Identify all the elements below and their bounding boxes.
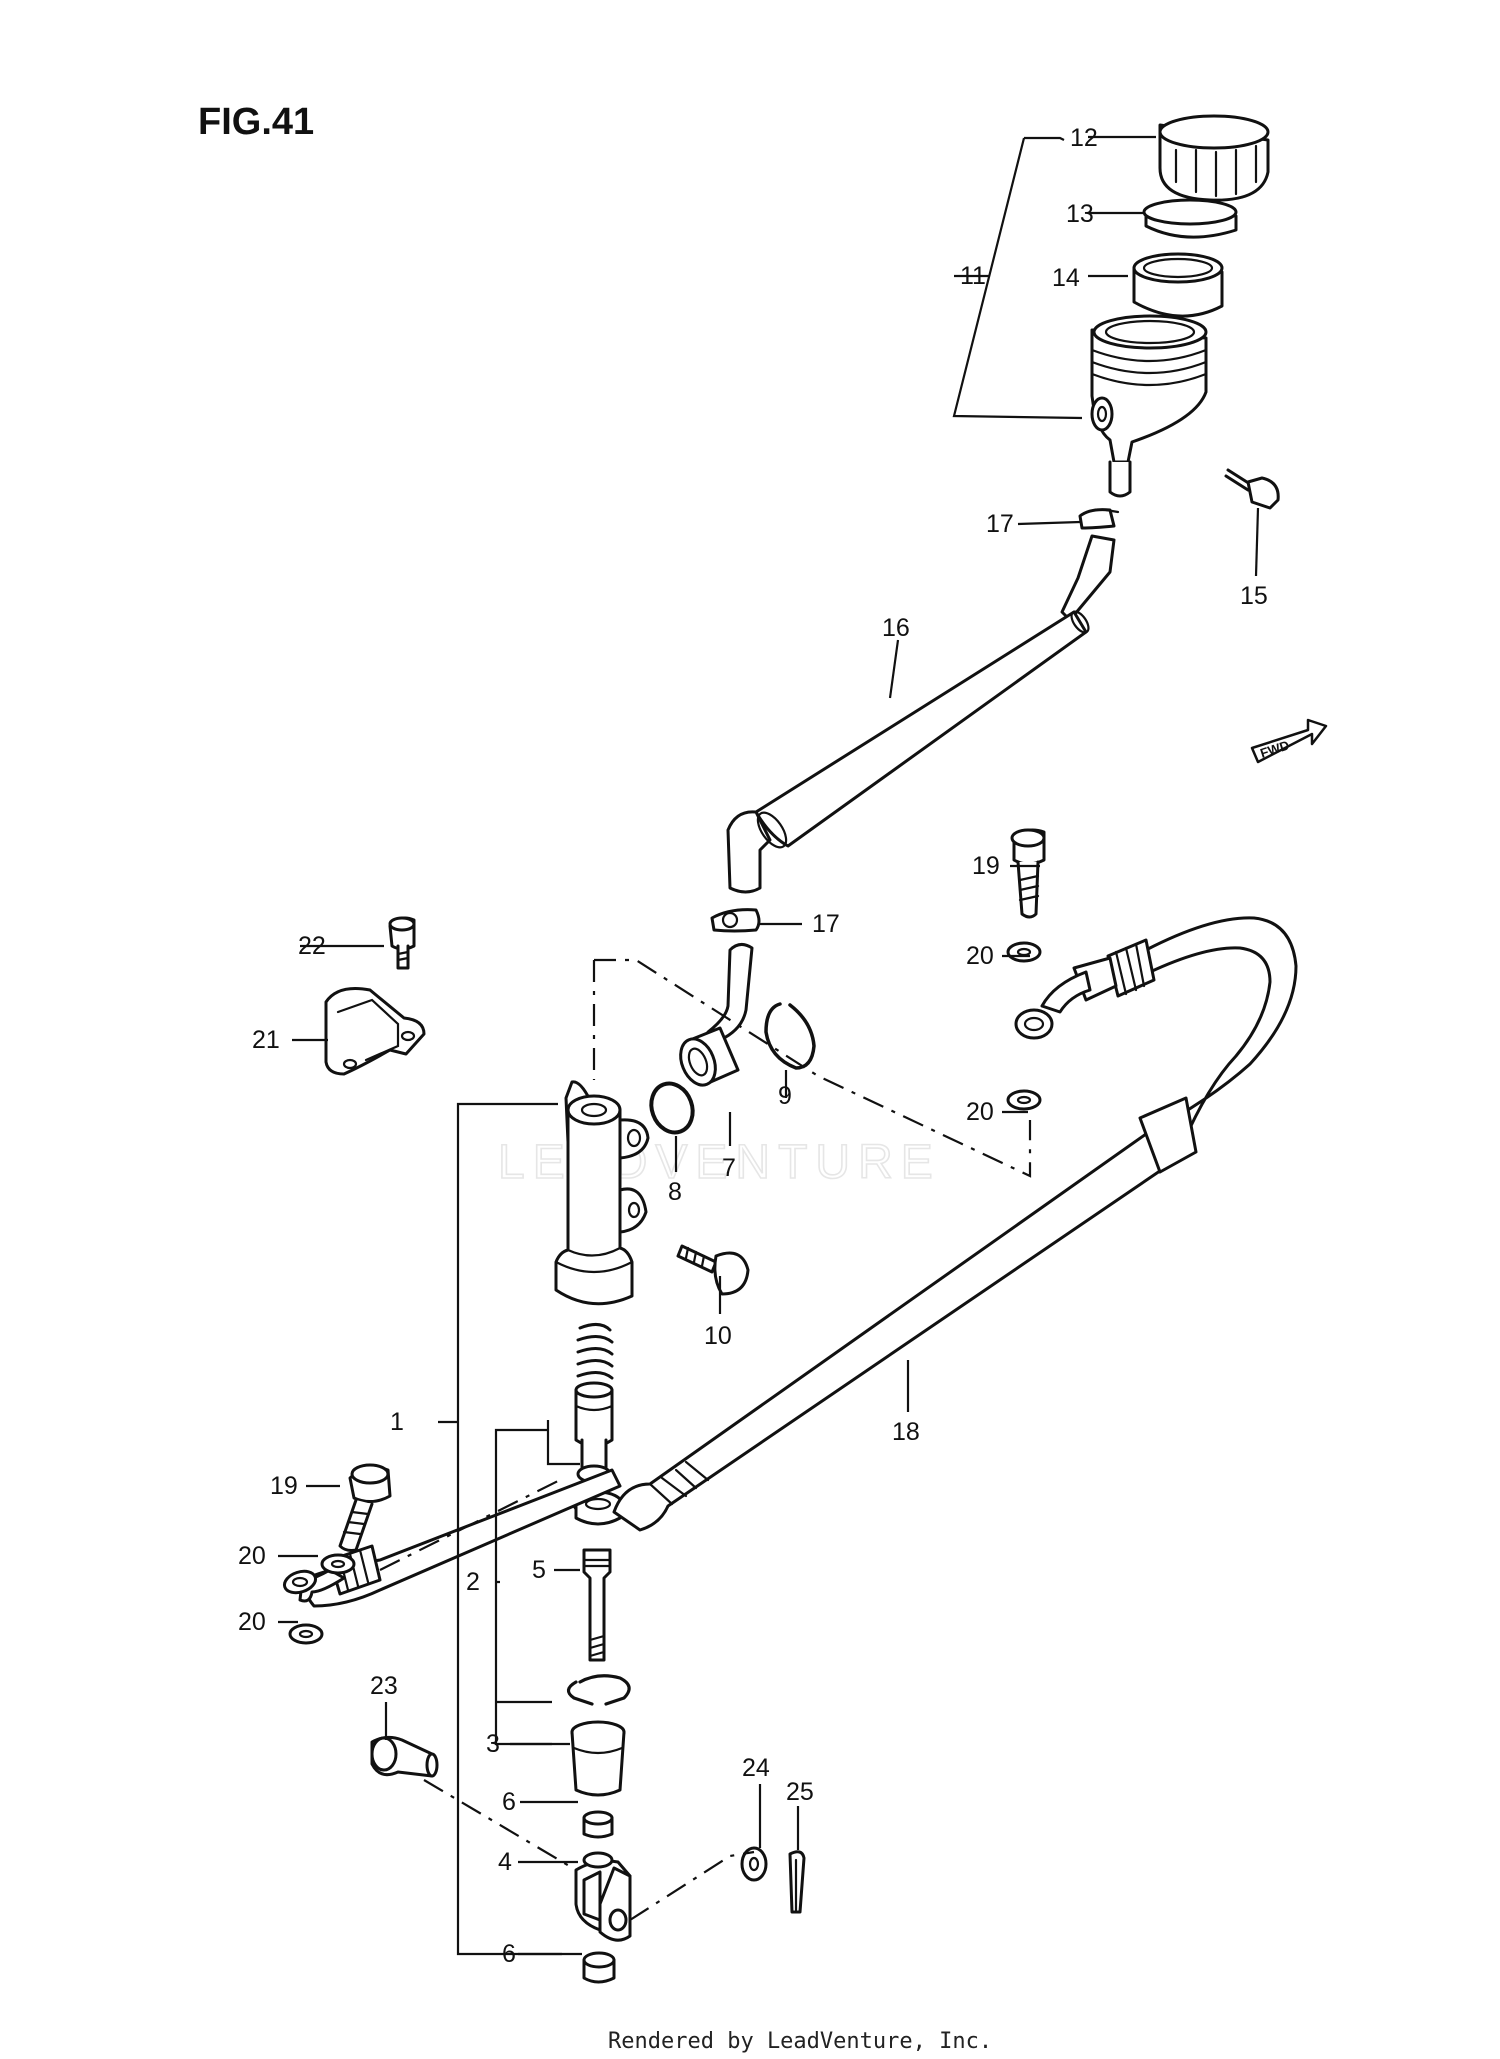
pin-washer (740, 1846, 768, 1882)
cotter-pin (788, 1850, 806, 1914)
callout-20-right-upper: 20 (966, 942, 994, 970)
lock-nut-lower (582, 1951, 616, 1984)
callout-19-left: 19 (270, 1472, 298, 1500)
callout-1: 1 (390, 1408, 404, 1436)
piston (574, 1381, 614, 1484)
callout-4: 4 (498, 1848, 512, 1876)
hose-joint-axis-line (592, 958, 1032, 1178)
callout-20-right-lower: 20 (966, 1098, 994, 1126)
callout-7: 7 (722, 1154, 736, 1182)
mount-bracket (324, 987, 426, 1076)
callout-17-upper: 17 (986, 510, 1014, 538)
callout-24: 24 (742, 1754, 770, 1782)
clevis-pin (370, 1735, 439, 1778)
callout-22: 22 (298, 932, 326, 960)
callout-20-left-upper: 20 (238, 1542, 266, 1570)
pushrod (582, 1548, 612, 1662)
cap-diaphragm (1132, 252, 1224, 318)
dust-boot (570, 1720, 626, 1797)
callout-6-upper: 6 (502, 1788, 516, 1816)
hose-clamp-lower (710, 908, 761, 933)
reservoir-cap (1158, 114, 1270, 202)
watermark-text: LEADVENTURE (498, 1136, 941, 1189)
pushrod-pin-axis-line (423, 1779, 755, 1921)
washer-left-lower (288, 1623, 324, 1645)
washer-right-upper (1006, 941, 1042, 963)
callout-9: 9 (778, 1082, 792, 1110)
hose-joint-screw (676, 1244, 750, 1296)
master-cylinder-body (554, 1080, 650, 1306)
callout-25: 25 (786, 1778, 814, 1806)
callout-21: 21 (252, 1026, 280, 1054)
callout-11: 11 (960, 262, 986, 290)
callout-numbers: 12 13 11 14 17 15 16 19 17 22 20 21 9 20… (238, 124, 1268, 1968)
hose-joint (679, 943, 754, 1087)
reservoir-screw (1224, 468, 1280, 510)
callout-17-lower: 17 (812, 910, 840, 938)
callout-15: 15 (1240, 582, 1268, 610)
lock-nut-upper (582, 1810, 614, 1839)
callout-3: 3 (486, 1730, 500, 1758)
forward-direction-badge: FWD (1250, 718, 1328, 764)
cap-diaphragm-plate (1142, 198, 1238, 239)
circlip (764, 1002, 816, 1070)
callout-6-lower: 6 (502, 1940, 516, 1968)
reservoir-body (1090, 314, 1208, 498)
svg-text:FWD: FWD (1258, 737, 1291, 760)
callout-10: 10 (704, 1322, 732, 1350)
callout-23: 23 (370, 1672, 398, 1700)
reservoir-hose (726, 534, 1116, 894)
callout-2: 2 (466, 1568, 480, 1596)
washer-right-lower (1006, 1089, 1042, 1111)
clevis (574, 1851, 632, 1942)
callout-18: 18 (892, 1418, 920, 1446)
leader-lines (278, 135, 1260, 1956)
mount-bolt (388, 916, 416, 970)
footer-credit: Rendered by LeadVenture, Inc. (608, 2029, 992, 2054)
callout-14: 14 (1052, 264, 1080, 292)
callout-13: 13 (1066, 200, 1094, 228)
figure-title: FIG.41 (198, 101, 314, 143)
o-ring (649, 1081, 695, 1135)
brake-hose (282, 916, 1298, 1608)
union-bolt-left (338, 1463, 392, 1552)
piston-spring (576, 1323, 614, 1380)
washer-left-upper (320, 1553, 356, 1575)
callout-5: 5 (532, 1556, 546, 1584)
union-bolt-right (1010, 828, 1046, 919)
callout-16: 16 (882, 614, 910, 642)
callout-12: 12 (1070, 124, 1098, 152)
pushrod-circlip (566, 1674, 631, 1706)
callout-8: 8 (668, 1178, 682, 1206)
hose-clamp-upper (1078, 508, 1120, 530)
callout-20-left-lower: 20 (238, 1608, 266, 1636)
callout-19-right: 19 (972, 852, 1000, 880)
hose-fitting-axis-line (379, 1479, 561, 1571)
